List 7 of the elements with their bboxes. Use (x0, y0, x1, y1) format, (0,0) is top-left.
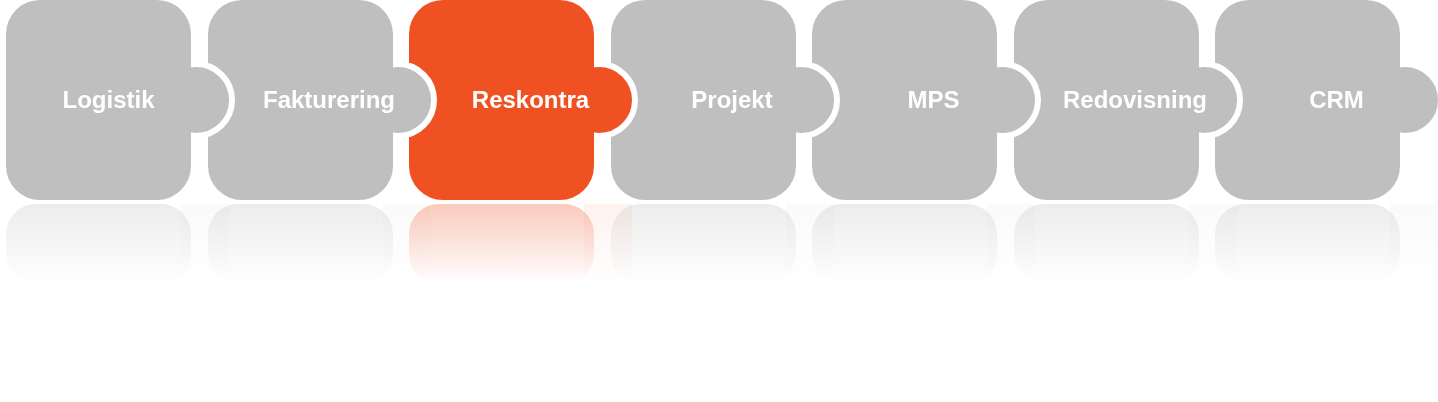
piece-label: CRM (1309, 86, 1364, 114)
piece-label: Projekt (691, 86, 773, 114)
piece-label: Fakturering (263, 86, 395, 114)
piece-label: Logistik (62, 86, 155, 114)
piece-label: Redovisning (1063, 86, 1207, 114)
piece-label: Reskontra (471, 86, 590, 114)
piece-label: MPS (907, 86, 960, 114)
